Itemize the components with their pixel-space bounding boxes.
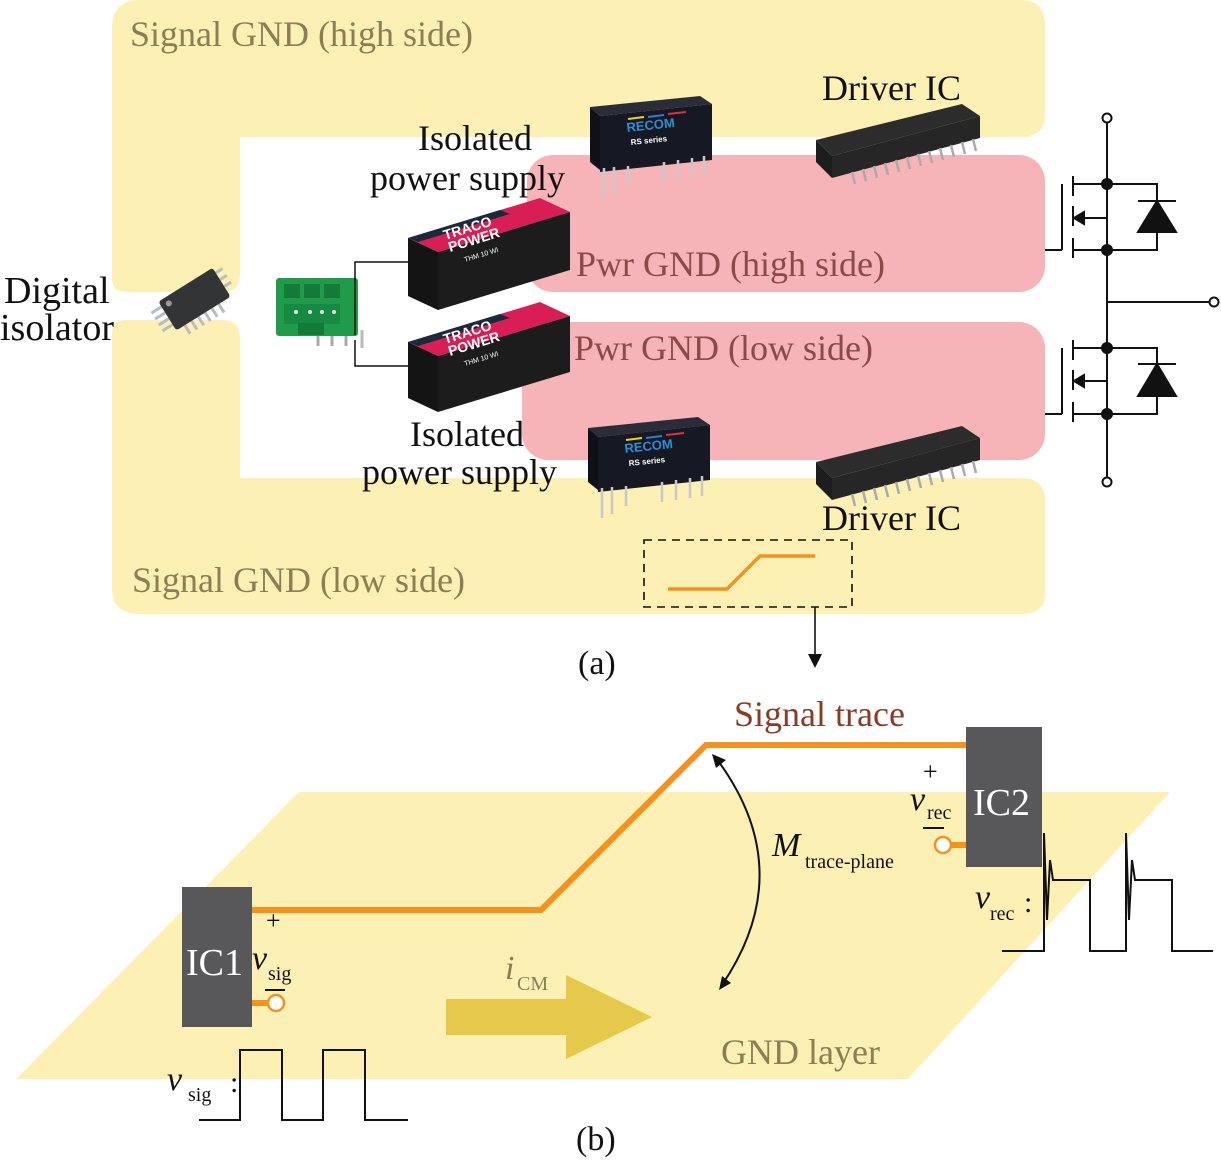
mutual-inductance-arc	[715, 757, 761, 986]
ic2-box	[966, 727, 1042, 867]
recom-module-bottom-icon: RECOM RS series	[588, 417, 710, 518]
m-subscript: trace-plane	[805, 851, 894, 873]
terminal-output-icon	[1208, 296, 1220, 308]
icm-subscript: CM	[517, 973, 548, 995]
vrec-waveform	[1002, 832, 1213, 952]
gnd-layer-label: GND layer	[721, 1032, 880, 1072]
caption-b: (b)	[576, 1121, 616, 1158]
signal-trace-label: Signal trace	[734, 694, 905, 734]
trace-mini	[668, 554, 815, 591]
vrec-wave-subscript: rec	[990, 903, 1015, 925]
digital-isolator-label-line2: isolator	[0, 307, 114, 349]
vrec-wave-symbol: v	[975, 879, 991, 916]
icm-arrow-icon	[446, 975, 652, 1059]
digital-isolator-chip-icon	[150, 267, 232, 335]
m-symbol: M	[771, 827, 802, 864]
vsig-wave-symbol: v	[167, 1061, 183, 1098]
icm-symbol: i	[505, 950, 514, 987]
pwr-gnd-high-region	[527, 155, 1045, 292]
driver-ic-top-label: Driver IC	[822, 68, 961, 108]
recom-module-top-icon: RECOM RS series	[590, 96, 712, 198]
pwr-gnd-low-label: Pwr GND (low side)	[574, 328, 873, 368]
ic2-label: IC2	[973, 782, 1030, 824]
vrec-subscript: rec	[927, 802, 952, 824]
gnd-layer-plane	[16, 792, 1170, 1079]
svg-text:RS series: RS series	[628, 455, 666, 468]
terminal-bottom-icon	[1101, 476, 1113, 488]
mutual-arc-arrow-top-icon	[712, 754, 726, 768]
terminal-top-icon	[1101, 112, 1113, 124]
isolated-ps-top-label-line1: Isolated	[418, 118, 532, 158]
signal-gnd-high-region	[112, 0, 1045, 292]
diode-high-icon	[1136, 199, 1178, 233]
svg-text:RS series: RS series	[630, 134, 668, 147]
ic1-box	[182, 887, 252, 1027]
pwr-gnd-high-label: Pwr GND (high side)	[576, 244, 885, 284]
vsig-symbol: v	[252, 940, 268, 977]
svg-text:RECOM: RECOM	[624, 436, 674, 456]
vsig-waveform	[199, 1049, 408, 1121]
digital-isolator-label-line1: Digital	[4, 270, 110, 312]
isolated-ps-top-label-line2: power supply	[370, 158, 565, 198]
vsig-subscript: sig	[268, 963, 291, 985]
connector-wire-bottom	[354, 340, 412, 367]
signal-gnd-high-label: Signal GND (high side)	[130, 14, 473, 54]
diode-low-icon	[1136, 362, 1178, 397]
half-bridge-schematic	[1045, 112, 1220, 488]
isolated-ps-bottom-label-line2: power supply	[362, 452, 557, 492]
mosfet-high-arrow-icon	[1072, 210, 1085, 226]
signal-gnd-low-region	[112, 320, 1045, 614]
vrec-plus: +	[923, 757, 938, 786]
vsig-wave-subscript: sig	[188, 1084, 211, 1106]
vrec-symbol: v	[910, 781, 926, 818]
connector-wire-top	[354, 261, 412, 335]
mosfet-low-arrow-icon	[1072, 373, 1085, 389]
terminal-block-connector-icon	[276, 278, 364, 348]
svg-text:RECOM: RECOM	[626, 115, 676, 135]
isolated-ps-bottom-label-line1: Isolated	[410, 414, 524, 454]
trace-highlight-box	[643, 539, 853, 608]
signal-gnd-low-label: Signal GND (low side)	[132, 560, 465, 600]
zoom-arrow-head-icon	[808, 654, 822, 668]
mutual-arc-arrow-bottom-icon	[719, 976, 731, 990]
driver-ic-bottom-label: Driver IC	[822, 498, 961, 538]
caption-a: (a)	[578, 645, 616, 682]
traco-power-module-bottom-icon: TRACO POWER THM 10 WI	[408, 302, 570, 412]
panel-b: Signal trace IC1 + v sig v sig : IC2 + v…	[16, 694, 1213, 1158]
vrec-wave-colon: :	[1024, 886, 1032, 919]
vsig-plus: +	[266, 906, 281, 935]
panel-a: Signal GND (high side) Signal GND (low s…	[0, 0, 1220, 682]
ic1-terminal-icon	[266, 993, 286, 1013]
ic1-label: IC1	[186, 942, 243, 984]
driver-ic-bottom-icon	[816, 426, 980, 507]
signal-trace	[252, 742, 968, 913]
traco-power-module-top-icon: TRACO POWER THM 10 WI	[408, 198, 570, 310]
driver-ic-top-icon	[816, 104, 980, 185]
vsig-wave-colon: :	[230, 1066, 238, 1099]
ic2-terminal-icon	[933, 835, 953, 855]
